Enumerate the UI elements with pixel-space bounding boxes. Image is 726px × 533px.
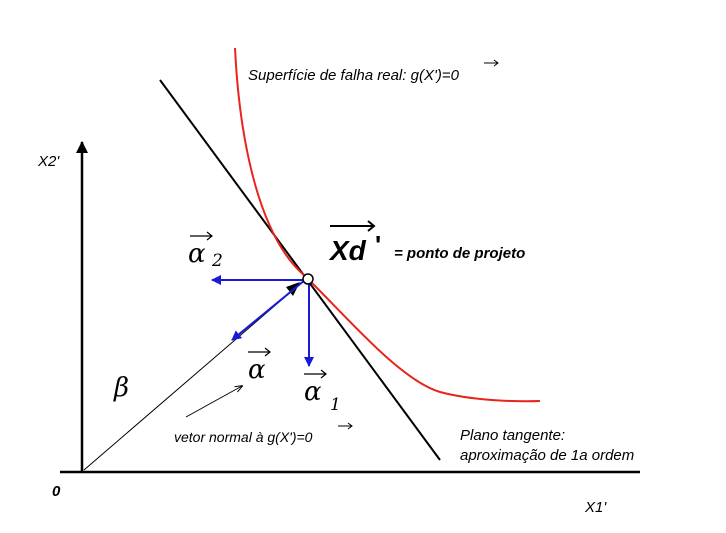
tangent-plane-line [159, 79, 441, 461]
beta-label: β [113, 373, 129, 403]
alpha-2-vector-arrow [190, 231, 213, 241]
failure-surface-label: Superfície de falha real: g(X')=0 [248, 67, 460, 84]
alpha-1-vector-arrow [304, 369, 327, 379]
alpha-vector [231, 279, 306, 341]
failure-surface-curve [234, 47, 541, 403]
tangent-plane-label-line1: Plano tangente: [460, 427, 565, 444]
alpha-2-symbol: α [188, 239, 206, 269]
alpha-1-subscript: 1 [330, 395, 341, 415]
origin-label: 0 [52, 483, 61, 500]
design-point-marker [302, 273, 314, 285]
tangent-plane-label-line2: aproximação de 1a ordem [460, 447, 634, 464]
x1-axis-label: X1' [584, 499, 607, 516]
beta-line [83, 283, 301, 471]
failure-surface-vector-arrow [484, 59, 499, 67]
normal-vector-arrow [338, 422, 353, 430]
design-point-prime: ' [375, 230, 381, 260]
alpha-1-symbol: α [304, 377, 322, 407]
alpha-vector-arrow [248, 347, 271, 357]
design-point-symbol: Xd [328, 235, 367, 266]
normal-vector-label: vetor normal à g(X')=0 [174, 429, 313, 445]
normal-pointer-line [185, 386, 242, 418]
design-point-text: = ponto de projeto [394, 245, 525, 262]
x2-axis-label: X2' [37, 153, 60, 170]
design-point-vector-arrow [330, 220, 376, 232]
alpha-symbol: α [248, 355, 266, 385]
alpha-2-subscript: 2 [211, 251, 223, 271]
